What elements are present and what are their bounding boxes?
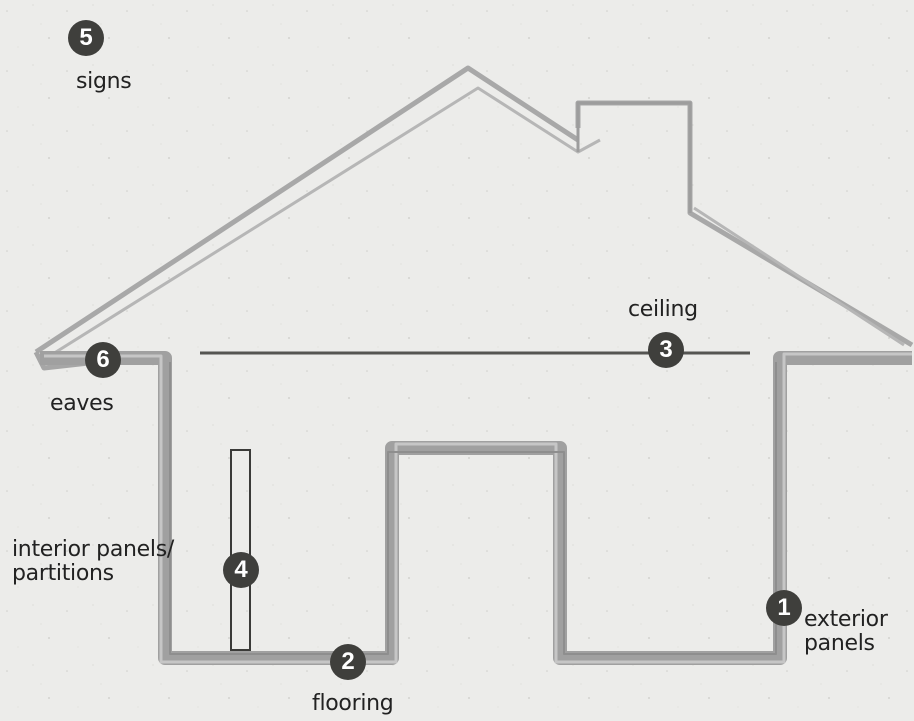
callout-badge-2: 2 [330, 644, 366, 680]
callout-badge-1: 1 [766, 590, 802, 626]
wall-floor-highlight [44, 352, 912, 664]
chimney [576, 101, 692, 213]
interior-partition-panel [230, 449, 251, 651]
callout-badge-5: 5 [68, 20, 104, 56]
wall-floor-outline [40, 351, 912, 665]
callout-label-exterior-panels: exterior panels [804, 607, 888, 656]
callout-label-eaves: eaves [50, 391, 114, 416]
callout-badge-3: 3 [648, 332, 684, 368]
callout-badge-6: 6 [85, 342, 121, 378]
wall-floor-shadow [169, 362, 777, 655]
callout-label-flooring: flooring [312, 691, 394, 716]
callout-badge-4: 4 [223, 552, 259, 588]
roof-inner-line [39, 86, 905, 364]
callout-label-signs: signs [76, 69, 132, 94]
callout-label-ceiling: ceiling [628, 297, 698, 322]
callout-label-interior-panels: interior panels/ partitions [12, 537, 174, 586]
